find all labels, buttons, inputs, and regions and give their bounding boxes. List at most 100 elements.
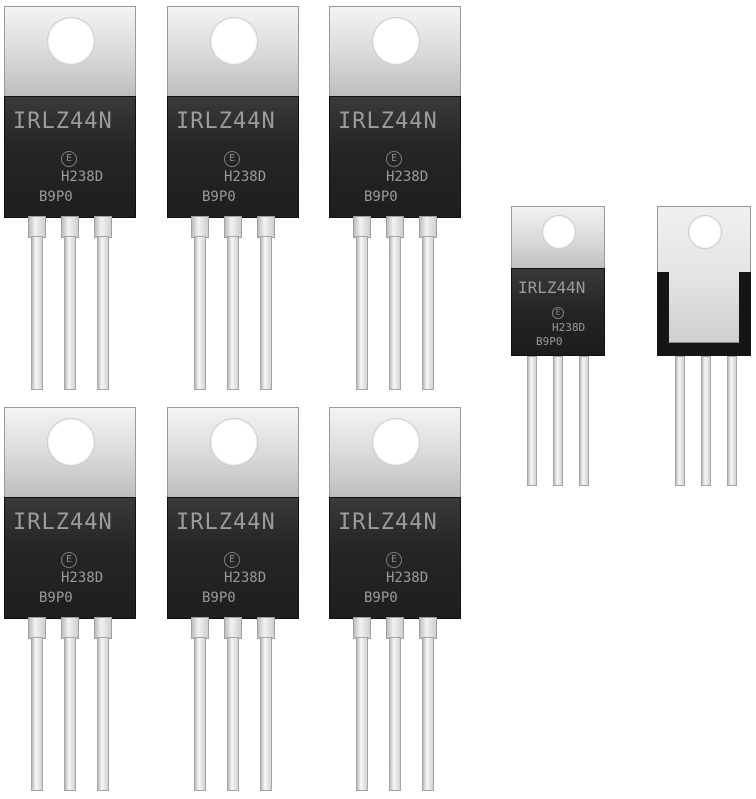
mounting-hole <box>210 418 258 466</box>
heatsink-tab <box>511 206 605 270</box>
manufacturer-logo: E <box>61 552 77 568</box>
lead-drain <box>389 236 401 390</box>
date-code: H238D <box>552 321 586 334</box>
lead-shoulder-2 <box>224 617 242 639</box>
lead-shoulder-3 <box>94 216 112 238</box>
lead-gate <box>527 356 537 486</box>
part-marking: IRLZ44N <box>13 510 113 535</box>
date-code: H238D <box>224 570 267 586</box>
date-code: H238D <box>61 570 104 586</box>
lot-code: B9P0 <box>202 189 236 205</box>
package-body: IRLZ44N E H238D B9P0 <box>167 497 299 619</box>
transistor-front-small: IRLZ44N E H238D B9P0 <box>511 206 605 490</box>
transistor-1: IRLZ44N E H238D B9P0 <box>4 6 136 392</box>
lead-shoulder-2 <box>61 216 79 238</box>
part-marking: IRLZ44N <box>176 510 276 535</box>
lead-shoulder-2 <box>386 617 404 639</box>
lead-drain <box>227 637 239 791</box>
heatsink-tab <box>167 6 299 98</box>
manufacturer-logo: E <box>224 552 240 568</box>
lead-shoulder-3 <box>257 216 275 238</box>
date-code: H238D <box>386 169 429 185</box>
lead-shoulder-1 <box>191 617 209 639</box>
lead-source <box>422 236 434 390</box>
heatsink-tab <box>167 407 299 499</box>
mounting-hole <box>372 418 420 466</box>
date-code: H238D <box>61 169 104 185</box>
lead-gate <box>194 236 206 390</box>
lead-source <box>97 236 109 390</box>
lead-shoulder-1 <box>191 216 209 238</box>
lot-code: B9P0 <box>39 590 73 606</box>
transistor-2: IRLZ44N E H238D B9P0 <box>167 6 299 392</box>
lead-shoulder-2 <box>61 617 79 639</box>
mounting-hole <box>47 17 95 65</box>
package-body: IRLZ44N E H238D B9P0 <box>4 497 136 619</box>
lead-shoulder-3 <box>419 216 437 238</box>
lead-gate <box>31 236 43 390</box>
lead-gate <box>356 637 368 791</box>
mounting-hole <box>372 17 420 65</box>
date-code: H238D <box>386 570 429 586</box>
lead-drain <box>227 236 239 390</box>
lead-source <box>260 236 272 390</box>
package-body: IRLZ44N E H238D B9P0 <box>329 497 461 619</box>
lead-drain <box>701 356 711 486</box>
heatsink-tab <box>4 6 136 98</box>
lead-shoulder-3 <box>419 617 437 639</box>
lead-source <box>260 637 272 791</box>
part-marking: IRLZ44N <box>338 510 438 535</box>
package-body: IRLZ44N E H238D B9P0 <box>329 96 461 218</box>
part-marking: IRLZ44N <box>13 109 113 134</box>
heatsink-tab <box>329 6 461 98</box>
manufacturer-logo: E <box>224 151 240 167</box>
lead-shoulder-1 <box>353 617 371 639</box>
mounting-hole <box>47 418 95 466</box>
metal-inset <box>669 272 739 343</box>
lead-gate <box>31 637 43 791</box>
heatsink-tab <box>4 407 136 499</box>
lead-source <box>727 356 737 486</box>
transistor-back-view <box>657 206 751 490</box>
lot-code: B9P0 <box>364 590 398 606</box>
part-marking: IRLZ44N <box>338 109 438 134</box>
lot-code: B9P0 <box>364 189 398 205</box>
transistor-5: IRLZ44N E H238D B9P0 <box>167 407 299 793</box>
lead-shoulder-1 <box>353 216 371 238</box>
lot-code: B9P0 <box>39 189 73 205</box>
lead-shoulder-2 <box>386 216 404 238</box>
manufacturer-logo: E <box>386 552 402 568</box>
lead-source <box>579 356 589 486</box>
part-marking: IRLZ44N <box>176 109 276 134</box>
transistor-6: IRLZ44N E H238D B9P0 <box>329 407 461 793</box>
lead-shoulder-1 <box>28 216 46 238</box>
lead-drain <box>64 236 76 390</box>
part-marking: IRLZ44N <box>518 278 586 297</box>
lead-drain <box>553 356 563 486</box>
package-body: IRLZ44N E H238D B9P0 <box>511 268 605 356</box>
lot-code: B9P0 <box>536 335 563 348</box>
package-body: IRLZ44N E H238D B9P0 <box>167 96 299 218</box>
mounting-hole <box>542 215 576 249</box>
heatsink-tab <box>329 407 461 499</box>
transistor-3: IRLZ44N E H238D B9P0 <box>329 6 461 392</box>
date-code: H238D <box>224 169 267 185</box>
lead-drain <box>64 637 76 791</box>
lead-shoulder-3 <box>94 617 112 639</box>
manufacturer-logo: E <box>61 151 77 167</box>
transistor-4: IRLZ44N E H238D B9P0 <box>4 407 136 793</box>
lead-shoulder-2 <box>224 216 242 238</box>
lead-gate <box>356 236 368 390</box>
lead-source <box>97 637 109 791</box>
lead-source <box>422 637 434 791</box>
lead-drain <box>389 637 401 791</box>
lead-gate <box>675 356 685 486</box>
lead-gate <box>194 637 206 791</box>
lot-code: B9P0 <box>202 590 236 606</box>
mounting-hole <box>210 17 258 65</box>
manufacturer-logo: E <box>386 151 402 167</box>
manufacturer-logo: E <box>552 307 564 319</box>
lead-shoulder-3 <box>257 617 275 639</box>
package-body: IRLZ44N E H238D B9P0 <box>4 96 136 218</box>
lead-shoulder-1 <box>28 617 46 639</box>
